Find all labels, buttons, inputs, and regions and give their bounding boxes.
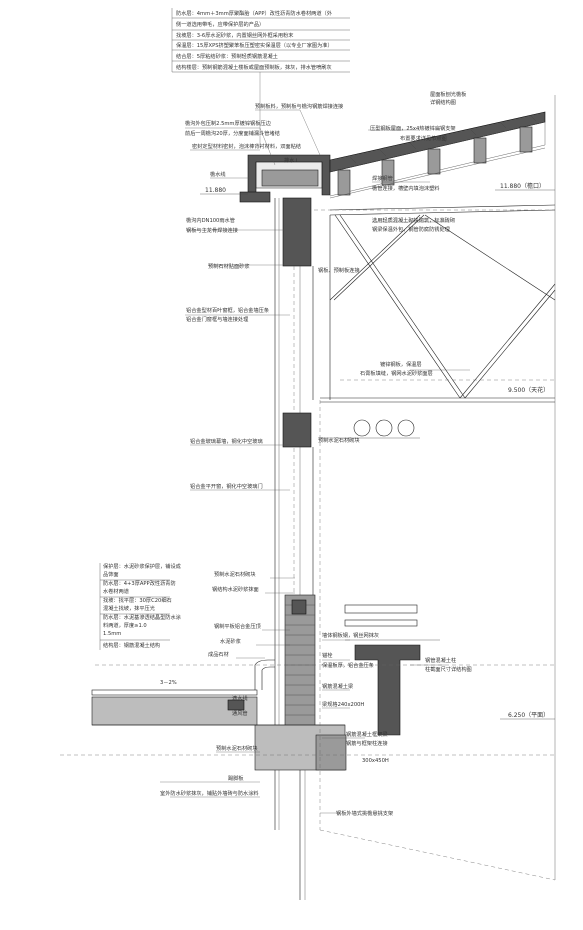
label-window-frame-sub: 铝合金门窗框与墙连接处理 — [186, 315, 249, 323]
label-lintel: 钢筋混凝土梁 — [322, 682, 353, 690]
label-gutter-slope: 排水 i — [284, 156, 297, 164]
label-anchor: 锚栓 — [322, 651, 333, 659]
roof-labels: 预制板料，预制板与檐沟钢筋焊接连接 檐沟外包压制2.5mm厚镀锌钢板压边 前后一… — [185, 90, 555, 377]
floor-labels: 钢制平板铝合金压顶 水泥砂浆 成品石材 3－2% 滴水线 通风管 墙体钢板钢，钢… — [160, 622, 472, 817]
label-column-note-sub: 柱截面尺寸详结构图 — [425, 665, 472, 673]
label-mid-note: 钢结构水泥砂浆抹面 — [212, 585, 259, 593]
steel-truss — [300, 204, 556, 403]
label-steel-beam: 焊接钢管 — [372, 174, 393, 182]
roof-assembly — [239, 111, 546, 203]
floor-slab — [60, 659, 555, 756]
elevation-markers: 9.500（天花） 6.250（平面） — [500, 386, 555, 720]
lower-wall — [299, 770, 556, 900]
label-stone-mid: 预制水泥石材砌块 — [318, 436, 360, 444]
spec-line-1: 防水层：4mm＋3mm厚聚酯胎（APP）改性沥青防水卷材两道（外 — [176, 9, 332, 17]
label-sheet-note: 镀锌钢板，保温层 — [380, 360, 422, 368]
floor-spec-2: 品饰面 — [103, 570, 119, 578]
label-flashing: 檐水线 — [210, 170, 226, 178]
label-steel-note: 檐管连接，槽壁内填泡沫塑料 — [372, 184, 439, 192]
label-vent: 通风管 — [232, 709, 248, 717]
label-gutter-note: 前后一周檐沟20厚，分度面铺漏斗管堵结 — [185, 129, 280, 137]
elev-roof-top: 11.880（檐口） — [500, 182, 545, 190]
wall-column — [254, 197, 347, 830]
label-bottom-2: 室外防水砂浆抹灰，铺贴外墙砖与防水涂料 — [160, 789, 259, 797]
label-beam-ref-sub: 钢筋与框架柱连接 — [346, 739, 388, 747]
label-truss-note-2: 钢梁保温外包，钢管防腐防锈处理 — [372, 225, 451, 233]
label-roof-finish-sub: 详钢结构图 — [430, 98, 456, 106]
label-window-frame: 铝合金型材百叶窗框，铝合金墙压条 — [186, 306, 269, 314]
floor-spec-8: 料两道，厚度≥1.0 — [103, 621, 147, 629]
label-drain: 预制板料，预制板与檐沟钢筋焊接连接 — [255, 102, 343, 110]
floor-spec-block: 保护层：水泥砂浆保护层，铺设成 品饰面 防水层：4+3厚APP改性沥青防 水卷材… — [99, 562, 182, 650]
label-steel-plate: 钢板、预制板连接 — [318, 266, 360, 274]
label-curtain: 铝合金玻璃幕墙，钢化中空玻璃 — [190, 437, 263, 445]
leader-lines — [160, 109, 470, 814]
label-roof-panel: 压型钢板屋面，25x4热镀锌扁钢支架 — [370, 124, 456, 132]
label-bottom-stone: 成品石材 — [208, 650, 229, 658]
elev-upper: 9.500（天花） — [508, 386, 549, 394]
label-drip: 滴水线 — [232, 694, 248, 702]
label-bottom-3: 钢板外墙式挑檐悬挑支架 — [336, 809, 393, 817]
floor-spec-1: 保护层：水泥砂浆保护层，铺设成 — [103, 562, 181, 570]
label-bottom-1: 踢脚板 — [228, 774, 244, 782]
floor-spec-9: 1.5mm — [103, 631, 121, 637]
label-steel-angle: 预制水泥石材砌块 — [214, 570, 256, 578]
grid-lines — [95, 95, 556, 880]
floor-spec-10: 结构层：钢筋混凝土结构 — [103, 641, 160, 649]
label-floor-slope: 3－2% — [160, 680, 177, 686]
label-gutter-pipe-sub: 钢板与主龙骨焊接连接 — [186, 226, 238, 234]
mid-labels: 预制水泥石材砌块 铝合金玻璃幕墙，钢化中空玻璃 铝合金平开窗，钢化中空玻璃门 预… — [190, 436, 360, 593]
label-lintel-size: 梁规格240x200H — [322, 700, 364, 708]
floor-spec-6: 混凝土找坡，抹平压光 — [103, 604, 155, 612]
label-beam-dim: 300x450H — [362, 758, 389, 764]
roof-purlins — [337, 126, 533, 196]
spec-line-3: 找坡层：3-6厚水泥砂浆，内置钢丝网外框采用粉末 — [176, 31, 294, 39]
label-column-note: 钢管混凝土柱 — [425, 656, 456, 664]
label-stone-low: 预制水泥石材砌块 — [216, 744, 258, 752]
label-steel-bar: 水泥砂浆 — [220, 637, 241, 645]
spec-line-4: 保温层：15厚XPS挤塑聚苯板压塑密实保温层（以专业厂家图为准） — [176, 41, 333, 49]
elev-roof: 11.880 — [205, 187, 226, 194]
label-gutter-pipe: 檐沟内DN100雨水管 — [186, 216, 235, 224]
label-truss-note-1: 选用轻质混凝土砌块砌筑，标准砖砌 — [372, 216, 455, 224]
spec-block: 防水层：4mm＋3mm厚聚酯胎（APP）改性沥青防水卷材两道（外 侧一道选用带毛… — [171, 8, 350, 148]
spec-line-6: 结构楼层：预制钢筋混凝土楼板或屋面预制板，抹灰，排水管喷刷灰 — [176, 63, 332, 71]
spec-line-2: 侧一道选用带毛，应带保护层的产品） — [176, 20, 264, 28]
label-roof-finish: 屋面板刨光檐板 — [430, 90, 467, 98]
label-gutter-liner: 檐沟外包压制2.5mm厚镀锌钢板压边 — [185, 119, 272, 127]
elev-lower: 6.250（平面） — [508, 712, 549, 719]
floor-spec-4: 水卷材两道 — [103, 587, 129, 595]
floor-spec-7: 防水层：水泥基渗透结晶型防水涂 — [103, 613, 182, 621]
label-sheet-note-sub: 石膏板填缝，钢网水泥砂浆面层 — [360, 369, 433, 377]
brick-courses — [285, 604, 315, 716]
label-roof-panel-sub: 布置要求详见节点图 — [400, 134, 447, 142]
label-trim: 钢制平板铝合金压顶 — [214, 622, 261, 630]
spec-line-5: 结合层：5厚粘结砂浆：预制轻质钢筋混凝土 — [176, 52, 278, 60]
pedestal-element — [344, 604, 440, 736]
label-beam-ref: 钢筋混凝土框架梁 — [346, 730, 388, 738]
floor-spec-3: 防水层：4+3厚APP改性沥青防 — [103, 579, 176, 587]
pipe-section-icons — [320, 419, 420, 439]
label-insulation: 保温板厚，铝合金压条 — [322, 661, 374, 669]
label-parapet-note: 密封定型材料密封，泡沫棒背衬材料，双面粘结 — [192, 142, 301, 150]
label-wall-seal: 墙体钢板钢，钢丝网抹灰 — [322, 631, 379, 639]
label-stone-facing: 预制石材贴面砂浆 — [208, 262, 250, 270]
floor-spec-5: 找坡：找平层：30厚C20细石 — [103, 596, 172, 604]
label-window-upper: 铝合金平开窗，钢化中空玻璃门 — [190, 482, 263, 490]
